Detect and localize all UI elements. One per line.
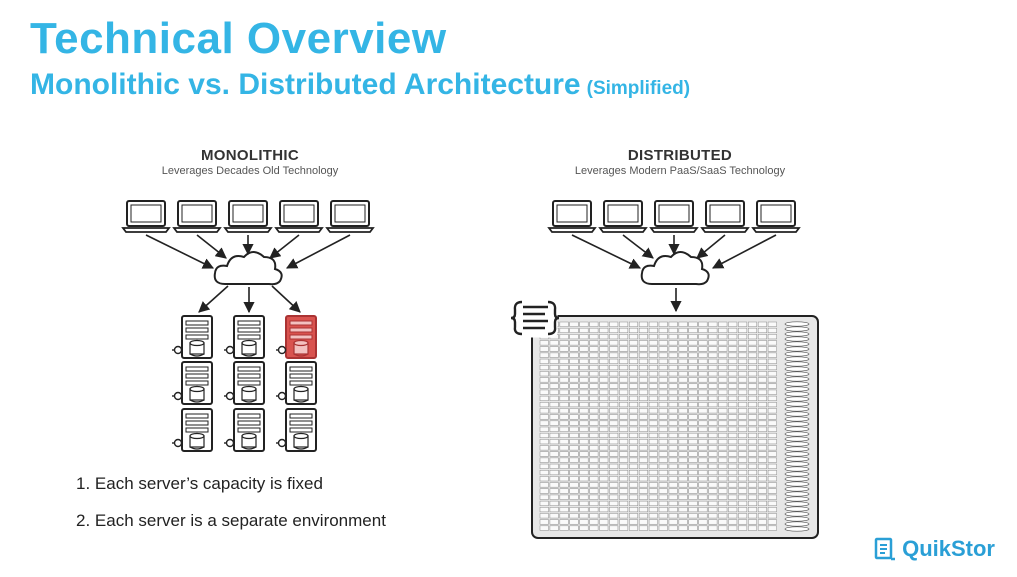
brand-logo: QuikStor: [874, 536, 995, 562]
monolithic-heading: MONOLITHIC Leverages Decades Old Technol…: [120, 147, 380, 177]
brand-name: QuikStor: [902, 536, 995, 561]
laptop-icon: [598, 200, 648, 233]
arrow: [622, 234, 654, 259]
distributed-server-rack: [531, 315, 819, 539]
server-icon: [224, 408, 265, 452]
database-icon: [189, 339, 205, 357]
distributed-diagram: [510, 200, 819, 539]
database-icon: [189, 432, 205, 450]
arrow: [145, 234, 215, 269]
laptop-icon: [325, 200, 375, 233]
rack-server-units: [539, 321, 777, 531]
database-icon: [241, 432, 257, 450]
distributed-title: DISTRIBUTED: [627, 147, 733, 164]
monolithic-point-1: 1. Each server’s capacity is fixed: [76, 474, 323, 493]
api-icon: [510, 296, 560, 338]
monolithic-title: MONOLITHIC: [201, 147, 299, 164]
laptop-icon: [172, 200, 222, 233]
failed-server-icon: [276, 315, 317, 359]
server-icon: [172, 408, 213, 452]
arrow: [712, 234, 777, 269]
server-icon: [276, 361, 317, 405]
server-icon: [172, 315, 213, 359]
server-icon: [276, 408, 317, 452]
arrow: [269, 234, 300, 259]
page-subtitle: Monolithic vs. Distributed Architecture(…: [30, 68, 690, 102]
distributed-heading: DISTRIBUTED Leverages Modern PaaS/SaaS T…: [530, 147, 830, 177]
laptop-icon: [223, 200, 273, 233]
distributed-description: Leverages Modern PaaS/SaaS Technology: [574, 165, 786, 177]
database-icon: [293, 432, 309, 450]
database-icon: [293, 385, 309, 403]
arrow: [696, 234, 726, 259]
cloud-icon: [640, 251, 710, 286]
rack-database-column: [784, 321, 810, 532]
laptop-icon: [274, 200, 324, 233]
laptop-icon: [649, 200, 699, 233]
monolithic-description: Leverages Decades Old Technology: [161, 165, 339, 177]
cloud-icon: [213, 251, 283, 286]
arrow: [271, 285, 301, 313]
quikstor-logo-icon: [874, 537, 896, 561]
laptop-icon: [547, 200, 597, 233]
laptop-icon: [700, 200, 750, 233]
server-icon: [224, 361, 265, 405]
monolithic-point-2: 2. Each server is a separate environment: [76, 511, 386, 530]
subtitle-note: (Simplified): [586, 78, 691, 99]
arrow: [198, 285, 229, 313]
database-icon: [189, 385, 205, 403]
laptop-icon: [751, 200, 801, 233]
page-title: Technical Overview: [30, 14, 447, 63]
laptop-icon: [121, 200, 171, 233]
server-icon: [172, 361, 213, 405]
monolithic-diagram: [121, 200, 375, 452]
database-icon: [241, 339, 257, 357]
server-icon: [224, 315, 265, 359]
database-icon: [241, 385, 257, 403]
database-icon: [293, 339, 309, 357]
subtitle-main: Monolithic vs. Distributed Architecture: [30, 68, 581, 101]
arrow: [571, 234, 642, 269]
arrow: [196, 234, 227, 259]
arrow: [286, 234, 351, 269]
